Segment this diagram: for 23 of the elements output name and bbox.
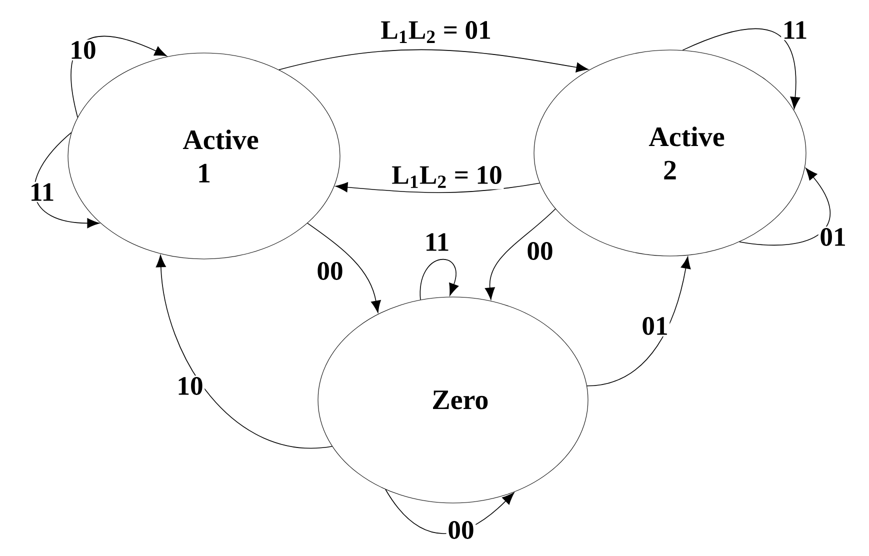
edge-label: 00 — [315, 260, 345, 282]
edge-label: 11 — [28, 182, 56, 202]
arrow — [586, 256, 691, 386]
edge-label: L$_{1}$L$_{2}$ = 01 — [379, 20, 493, 44]
arrow — [70, 36, 167, 118]
arrow — [682, 28, 800, 110]
edge-label: 11 — [781, 20, 809, 40]
arrow — [336, 182, 540, 193]
arrow — [420, 259, 459, 300]
arrow — [156, 254, 333, 449]
edge-label: 00 — [446, 520, 476, 540]
arrow — [34, 132, 100, 228]
edge-label: 10 — [175, 376, 205, 396]
edge-label: 10 — [68, 40, 98, 60]
arrow — [484, 208, 556, 300]
arrow — [307, 222, 381, 313]
edge-label: L$_{1}$L$_{2}$ = 10 — [390, 164, 504, 190]
edge-label: 00 — [525, 240, 555, 262]
edge-label: 01 — [640, 316, 670, 336]
edge-label: 01 — [818, 226, 848, 248]
arrow — [278, 49, 588, 72]
arrow — [739, 168, 830, 246]
edge-label: 11 — [423, 232, 451, 252]
